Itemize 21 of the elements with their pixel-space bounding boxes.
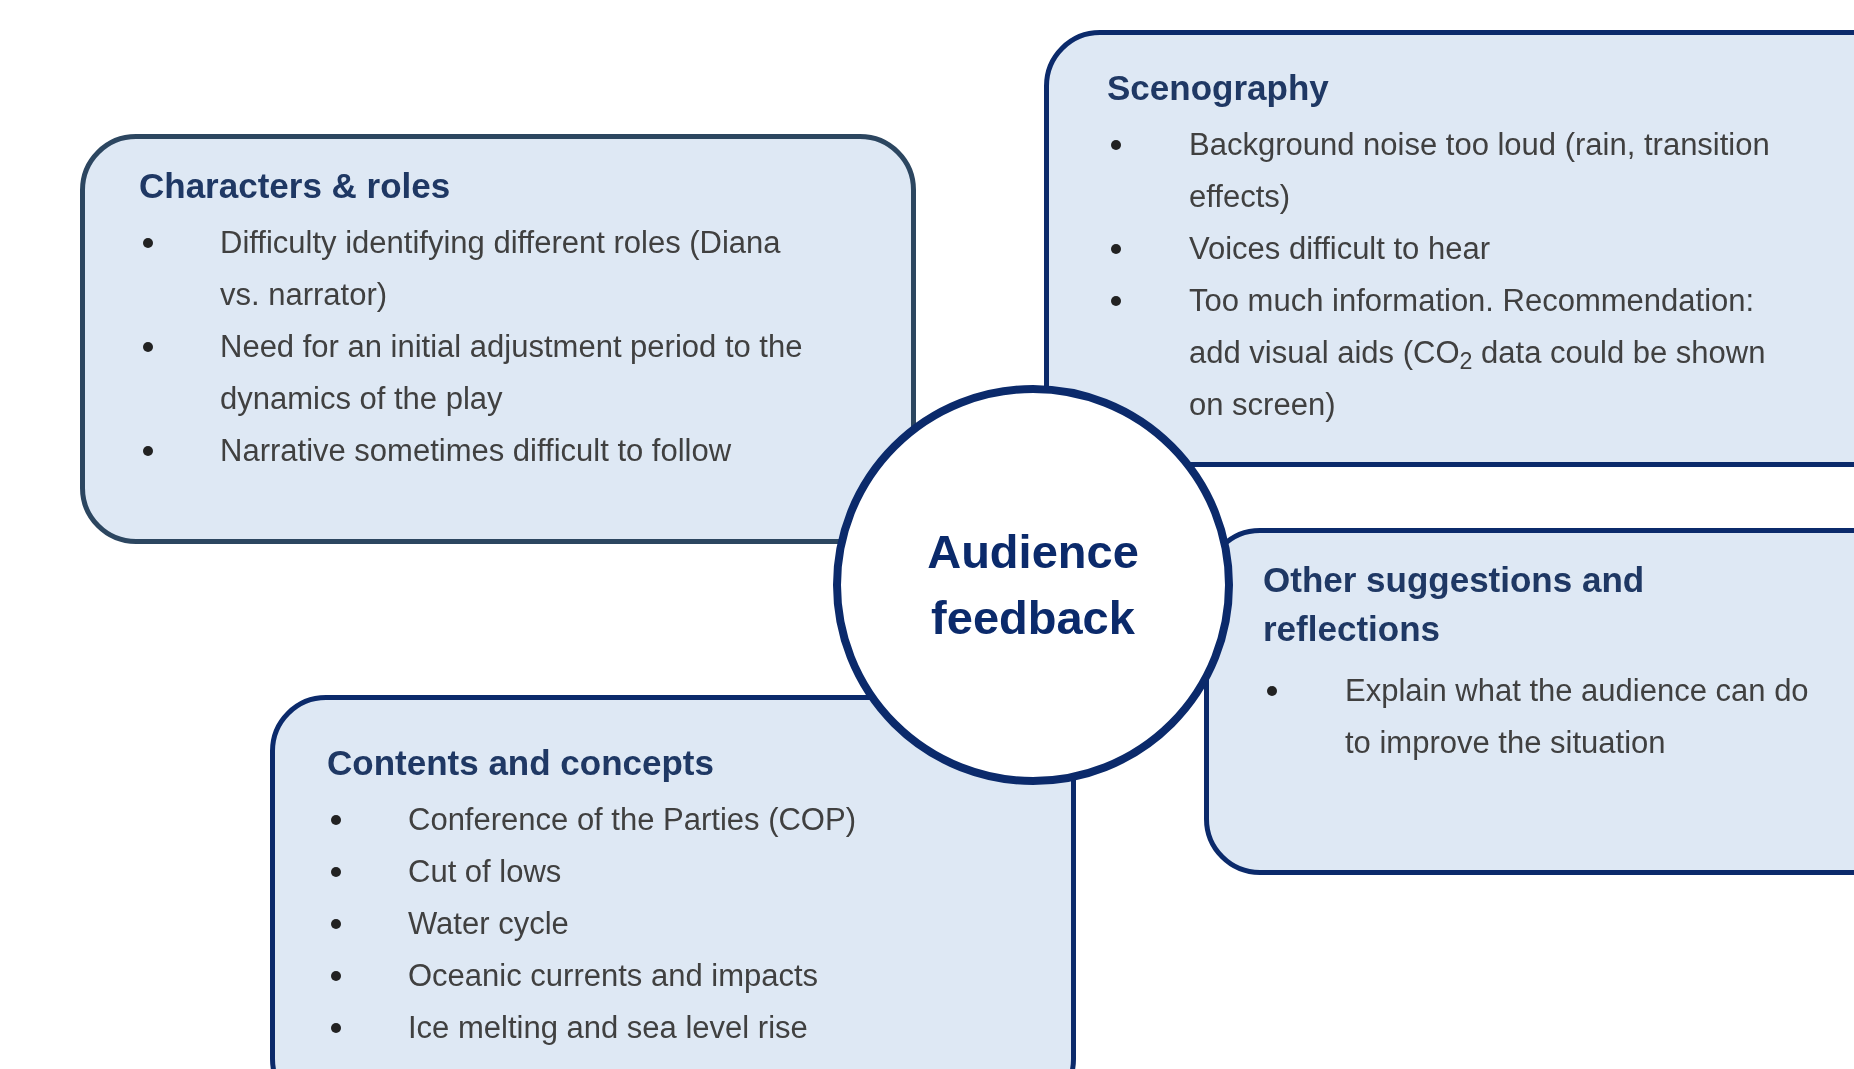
feedback-item: Too much information. Recommendation: add visual aids (CO$_{2}$ data could be shown on screen) [1189,282,1767,424]
feedback-item: Ice melting and sea level rise [408,1009,809,1047]
feedback-item: Need for an initial adjustment period to the dynamics of the play [220,328,804,418]
feedback-item: Background noise too loud (rain, transition effects) [1189,126,1771,216]
circle-title: Audience feedback [926,524,1140,646]
category-card [270,695,1076,1069]
category-card [1044,30,1854,467]
feedback-item: Voices difficult to hear [1189,230,1491,268]
feedback-item: Oceanic currents and impacts [408,957,820,995]
category-card [80,134,916,544]
feedback-item: Water cycle [408,905,570,943]
feedback-item: Cut of lows [408,853,563,891]
feedback-item: Difficulty identifying different roles (Diana vs. narrator) [220,224,782,314]
card-heading: Other suggestions and reflections [1263,559,1646,650]
category-card [1204,528,1854,875]
card-heading: Characters & roles [139,165,452,207]
feedback-item: Conference of the Parties (COP) [408,801,857,839]
feedback-item: Narrative sometimes difficult to follow [220,432,733,470]
card-heading: Contents and concepts [327,742,715,784]
card-heading: Scenography [1107,67,1330,109]
feedback-item: Explain what the audience can do to improve the situation [1345,672,1810,762]
